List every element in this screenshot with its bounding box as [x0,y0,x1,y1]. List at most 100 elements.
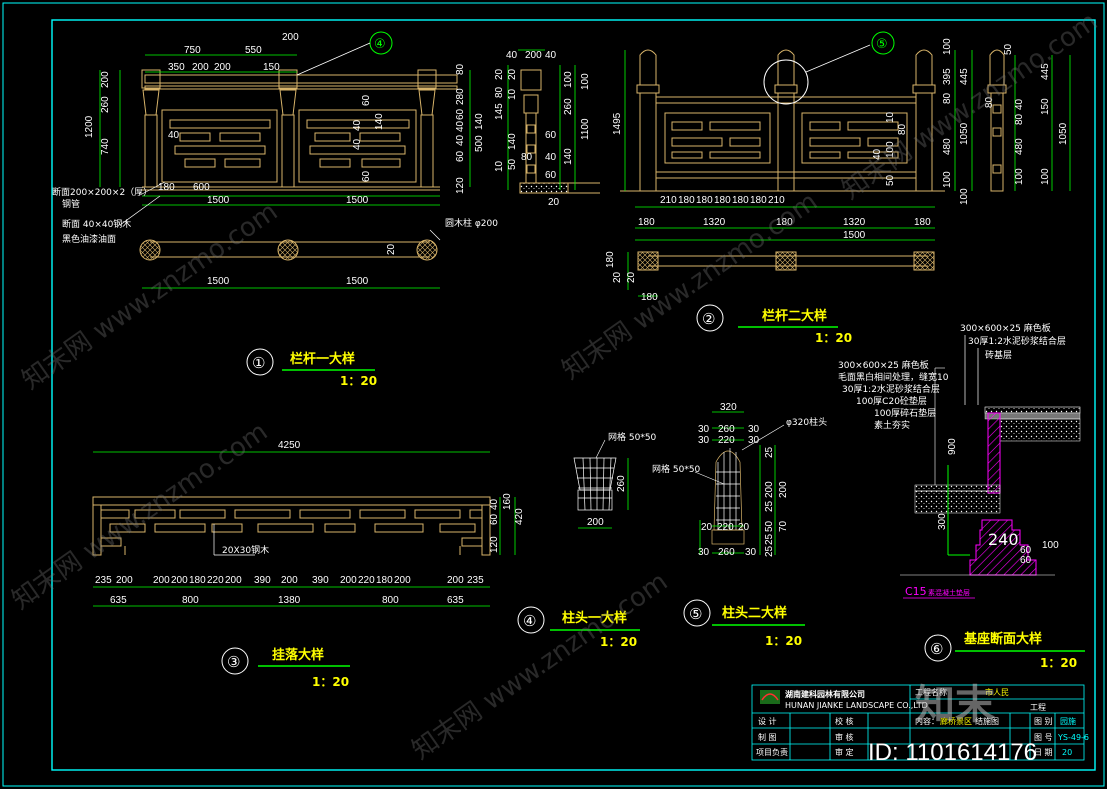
section-1 [519,69,600,194]
d2-dim-r8: 50 [885,174,896,186]
d6-number: ⑥ [930,640,943,658]
d6-c15: C15 [905,585,927,598]
d1-plan-20: 20 [386,243,397,255]
d2-b2-1: 1320 [703,217,726,228]
d1-dim-r-500: 500 [474,135,485,152]
d6-top-0: 300×600×25 麻色板 [960,322,1051,334]
d1-plan-1500a: 1500 [207,276,230,287]
d1-dim-r-40b: 40 [455,134,466,146]
tb-row2-l: 项目负责 [756,747,788,757]
d3-b1-8: 200 [281,575,298,586]
s1-dim-11: 100 [563,71,574,88]
s1-dim-0: 200 [525,50,542,61]
tb-val1: YS-49-6 [1057,733,1089,742]
d1-dim-left-200: 200 [100,71,111,88]
d5-b4: 30 [698,547,710,558]
d1-dim-b-1500b: 1500 [346,195,369,206]
s2-d4: 150 [1040,98,1051,115]
d3-number: ③ [227,653,240,671]
d4-scale: 1：20 [600,635,637,649]
d5-r3: 70 [778,520,789,532]
d6-l2: 30厚1:2水泥砂浆结合层 [842,383,940,395]
d1-dim-r-60b: 60 [455,150,466,162]
d1-title: 栏杆一大样 [290,351,355,367]
d2-number: ② [702,310,715,328]
callout-5-label: ⑤ [876,37,888,52]
d5-b3: 20 [738,522,750,533]
d2-b1: 180 [678,195,695,206]
d1-dim-in-40c: 40 [168,130,180,141]
tb-val2: 20 [1062,748,1072,757]
d6-d0: 900 [947,438,958,455]
brand-watermark: 知末 [915,682,995,728]
d3-b1-1: 200 [116,575,133,586]
d3-r2: 420 [514,508,525,525]
d5-r7: 200 [778,481,789,498]
d1-dim-in-60b: 60 [361,170,372,182]
d3-b1-14: 200 [447,575,464,586]
d6-c15-note: 素混凝土垫层 [928,588,970,597]
d1-dim-r-120: 120 [455,177,466,194]
d4-mesh: 网格 50*50 [608,431,657,443]
d6-num-circle [924,634,952,662]
d5-t4: 30 [698,435,710,446]
d2-b4: 180 [732,195,749,206]
d3-b1-12: 180 [376,575,393,586]
d1-dim-200c: 200 [214,62,231,73]
d3-b1-2: 200 [153,575,170,586]
d2-dim-r7: 100 [885,141,896,158]
tb-project-sub: 工程 [1030,703,1046,712]
tb-company: 湖南建科园林有限公司 [785,689,865,699]
d2-b2-4: 180 [914,217,931,228]
s2-d5: 80 [1014,113,1025,125]
s1-dim-19: 40 [545,152,557,163]
d1-number: ① [252,354,265,372]
d1-dim-left-740: 740 [100,138,111,155]
d4-num-circle [517,606,545,634]
d3-b2-0: 635 [110,595,127,606]
d4-w: 200 [587,517,604,528]
d2-num-circle [696,304,724,332]
d4-h: 260 [616,475,627,492]
d1-num-circle [246,348,274,376]
tb-content-value: 廊桥景区 [940,716,972,726]
d5-number: ⑤ [689,605,702,623]
d1-dim-in-60: 60 [361,94,372,106]
d2-dim-r3: 100 [942,171,953,188]
s1-dim-1: 40 [506,50,518,61]
d6-d1: 300 [937,513,948,530]
d3-b1-4: 180 [189,575,206,586]
d2-dim-1495: 1495 [612,112,623,135]
d2-dim-r5: 80 [897,123,908,135]
d1-note-2: 钢管 [62,198,80,210]
company-logo [760,690,780,704]
drawing-5-postcap [711,448,745,545]
d5-mesh: 网格 50*50 [652,463,701,475]
d2-b6: 210 [768,195,785,206]
s1-dim-15: 140 [563,148,574,165]
d1-note-5: 圆木柱 φ200 [445,217,498,229]
drawing-1-elevation [141,69,458,191]
d3-bottom1: 235 200 200 200 180 220 200 390 200 390 … [95,575,484,586]
tb-row1-m: 审 核 [835,732,854,742]
s1-dim-12: 100 [580,73,591,90]
d2-b2: 180 [696,195,713,206]
d6-top-1: 30厚1:2水泥砂浆结合层 [968,335,1066,347]
d3-b2-4: 635 [447,595,464,606]
d1-dim-r-80: 80 [455,63,466,75]
d2-scale: 1：20 [815,331,852,345]
d3-overall: 4250 [278,440,301,451]
d5-t1: 30 [698,424,710,435]
d3-b2-3: 800 [382,595,399,606]
d5-r0: 25 [764,446,775,458]
d5-label: φ320柱头 [786,416,827,428]
d1-dim-r-40: 40 [455,120,466,132]
d3-b2-2: 1380 [278,595,301,606]
d3-b1-15: 235 [467,575,484,586]
tb-col1: 图 号 [1034,733,1053,742]
s1-dim-7: 10 [507,88,518,100]
tb-project-label: 工程名称 [915,687,947,697]
s1-dim-6: 145 [494,103,505,120]
d3-num-circle [221,647,249,675]
